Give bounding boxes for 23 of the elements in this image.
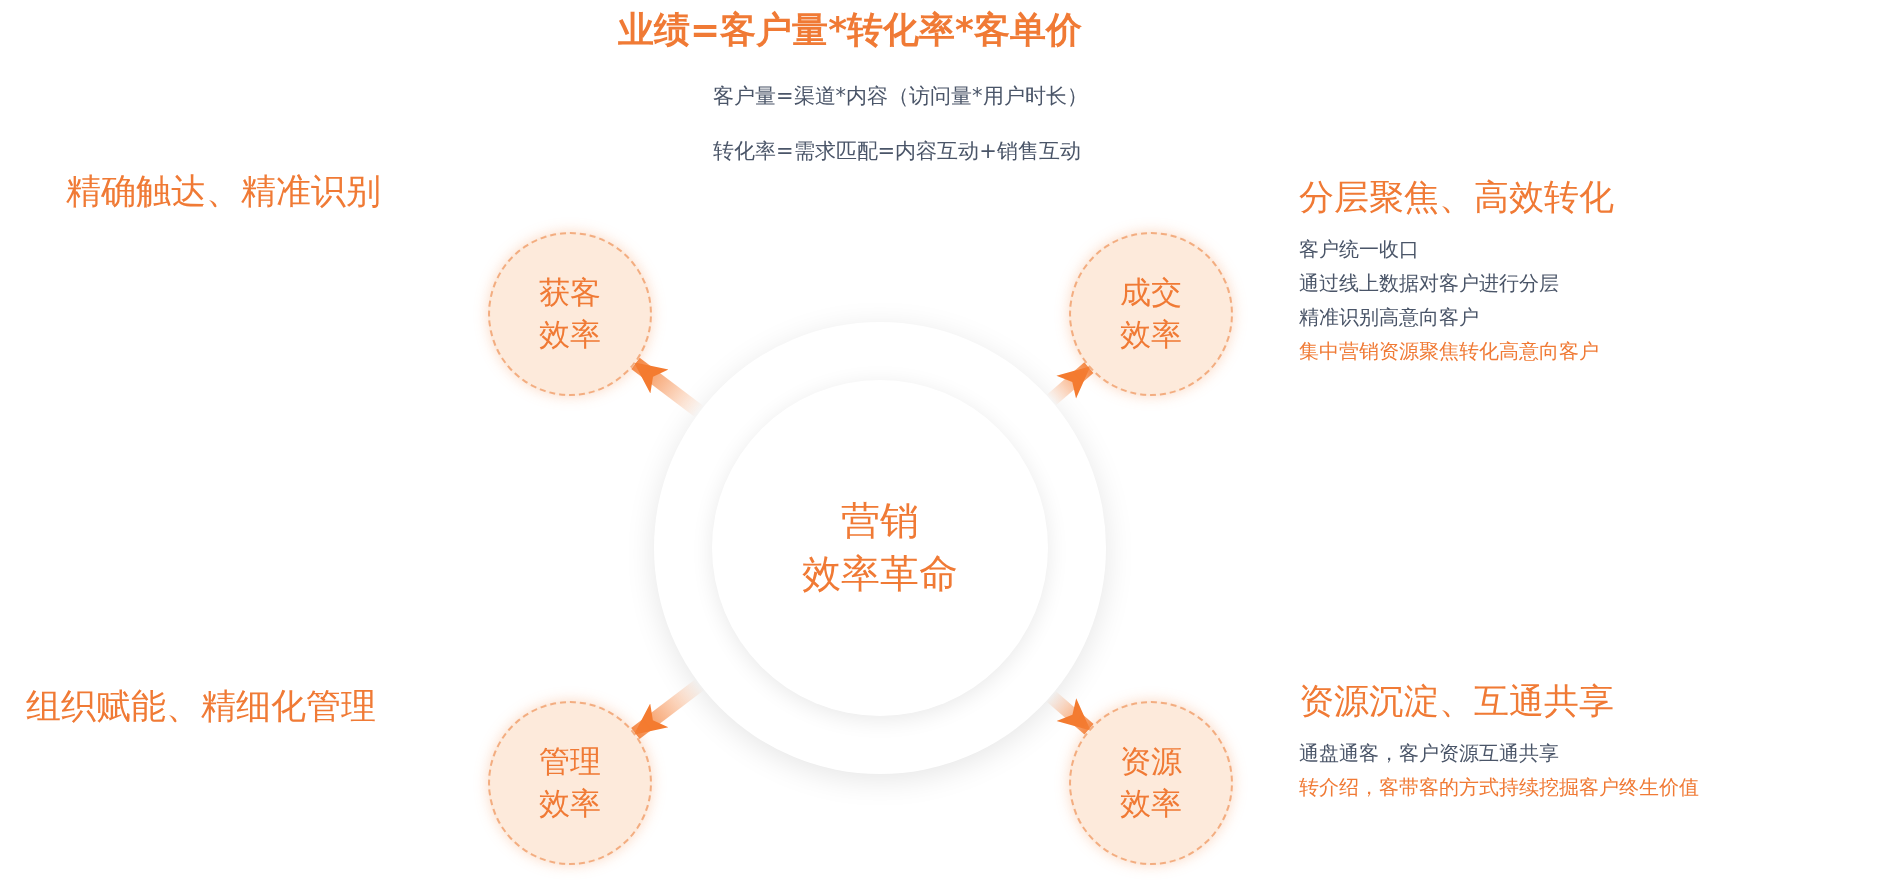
node-label: 资源效率 [1119,742,1183,823]
description-text: 客户统一收口 [1299,236,1419,263]
arrow [1046,690,1094,735]
formula-text: 客户量=渠道*内容（访问量*用户时长） [713,83,1088,110]
node-label: 营销 [840,497,920,546]
formula-text: 转化率=需求匹配=内容互动+销售互动 [713,138,1081,165]
description-text: 精准识别高意向客户 [1299,304,1479,331]
arrow [631,678,705,740]
heading-text: 组织赋能、精细化管理 [26,685,376,728]
heading-text: 精确触达、精准识别 [66,170,381,213]
arrow [631,357,704,418]
node-label: 管理效率 [538,742,602,823]
heading-text: 分层聚焦、高效转化 [1299,176,1614,219]
node-label: 成交效率 [1119,273,1183,354]
node-label: 获客效率 [538,273,602,354]
description-text: 集中营销资源聚焦转化高意向客户 [1299,338,1599,365]
diagram-title: 业绩=客户量*转化率*客单价 [617,8,1083,52]
description-text: 通过线上数据对客户进行分层 [1299,270,1559,297]
heading-text: 资源沉淀、互通共享 [1299,680,1614,723]
node-label: 效率革命 [801,550,959,598]
arrow [1046,362,1094,406]
description-text: 通盘通客，客户资源互通共享 [1299,740,1559,767]
description-text: 转介绍，客带客的方式持续挖掘客户终生价值 [1299,774,1699,801]
